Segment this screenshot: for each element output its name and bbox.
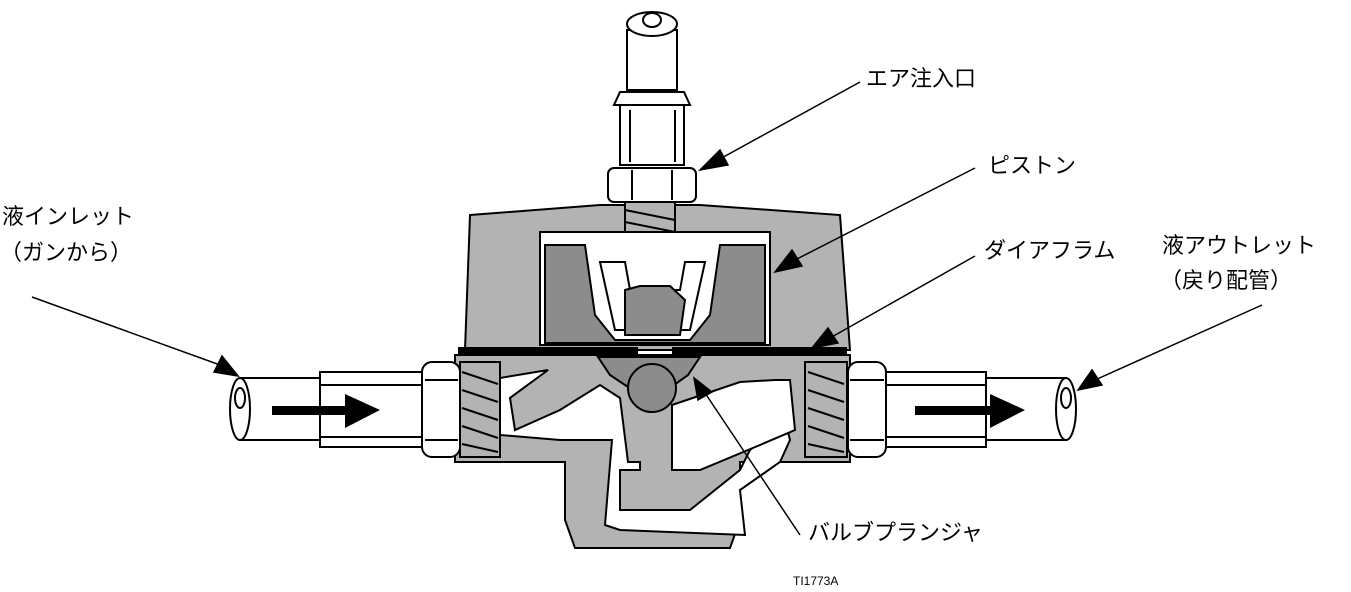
figure-id: TI1773A xyxy=(793,574,839,588)
piston-center-stem xyxy=(624,285,687,336)
piston xyxy=(544,244,766,344)
label-air-inlet: エア注入口 xyxy=(866,67,977,92)
air-inlet-pipe xyxy=(612,11,692,166)
diaphragm-sheet xyxy=(458,347,847,354)
label-fluid-outlet-line2: （戻り配管） xyxy=(1160,269,1293,294)
outlet-passage xyxy=(671,379,797,471)
valve-plunger xyxy=(596,356,702,413)
label-fluid-inlet-line2: （ガンから） xyxy=(0,241,133,266)
inlet-passage xyxy=(499,369,792,537)
right-fitting xyxy=(804,361,887,458)
label-diaphragm: ダイアフラム xyxy=(984,239,1116,264)
outlet-flow-arrow xyxy=(915,394,1025,428)
inlet-flow-arrow xyxy=(272,394,380,428)
label-piston: ピストン xyxy=(988,154,1077,179)
left-fitting xyxy=(421,361,501,458)
air-inlet-nut xyxy=(607,167,697,203)
label-fluid-inlet-line1: 液インレット xyxy=(2,205,135,230)
label-valve-plunger: バルブプランジャ xyxy=(808,521,983,546)
leader-lines xyxy=(31,81,1263,536)
label-fluid-outlet-line1: 液アウトレット xyxy=(1162,234,1317,259)
